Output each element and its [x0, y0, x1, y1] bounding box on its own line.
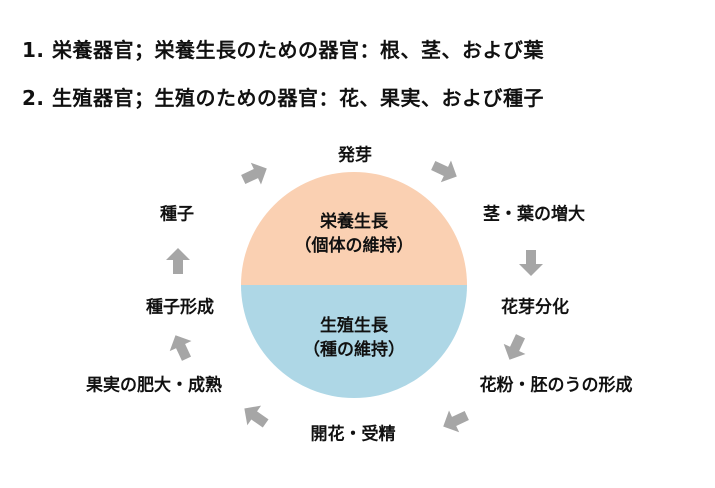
reproductive-growth-title: 生殖生長 — [320, 316, 388, 336]
cycle-arrow-icon — [431, 160, 457, 183]
cycle-arrow-icon — [241, 162, 267, 185]
stage-flower-bud-differentiation: 花芽分化 — [501, 297, 569, 318]
vegetative-organs-line: 1. 栄養器官；栄養生長のための器官：根、茎、および葉 — [22, 38, 544, 62]
cycle-arrow-icon — [166, 248, 190, 274]
stage-flowering-fertilization: 開花・受精 — [310, 424, 396, 445]
stage-germination: 発芽 — [338, 145, 372, 166]
reproductive-growth-label: 生殖生長 （種の維持） — [241, 314, 467, 362]
reproductive-growth-subtitle: （種の維持） — [303, 340, 405, 360]
stage-seed-formation: 種子形成 — [146, 297, 214, 318]
stage-stem-leaf-growth: 茎・葉の増大 — [483, 204, 585, 225]
reproductive-growth-half: 生殖生長 （種の維持） — [241, 285, 467, 398]
cycle-arrow-icon — [169, 335, 192, 361]
cycle-arrow-icon — [519, 250, 543, 276]
vegetative-growth-title: 栄養生長 — [320, 212, 388, 232]
reproductive-organs-line: 2. 生殖器官；生殖のための器官：花、果実、および種子 — [22, 86, 544, 110]
stage-fruit-enlargement-ripening: 果実の肥大・成熟 — [86, 375, 222, 396]
stage-seed: 種子 — [160, 204, 194, 225]
vegetative-growth-label: 栄養生長 （個体の維持） — [241, 210, 467, 258]
vegetative-growth-half: 栄養生長 （個体の維持） — [241, 172, 467, 285]
stage-pollen-embryo-sac-formation: 花粉・胚のうの形成 — [479, 375, 633, 396]
growth-circle: 栄養生長 （個体の維持） 生殖生長 （種の維持） — [241, 172, 467, 398]
cycle-arrow-icon — [244, 405, 269, 428]
cycle-arrow-icon — [503, 334, 526, 360]
cycle-arrow-icon — [443, 410, 469, 433]
vegetative-growth-subtitle: （個体の維持） — [294, 236, 414, 256]
